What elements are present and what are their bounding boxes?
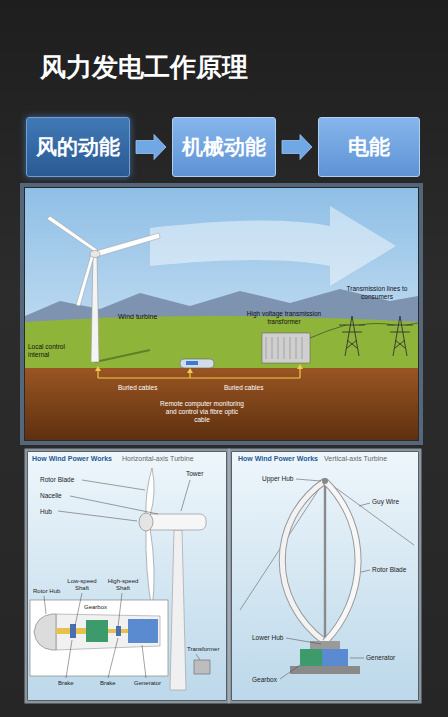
part-label: Upper Hub [262, 475, 293, 483]
wind-farm-scene [387, 316, 413, 356]
part-label: Buried cables [118, 384, 157, 392]
horizontal-axis-turbine [170, 530, 186, 690]
wind-farm-scene [95, 350, 150, 362]
wind-farm-scene [98, 366, 300, 378]
part-label: How Wind Power Works [32, 455, 112, 463]
part-label: Lower Hub [252, 634, 283, 642]
wind-farm-scene [25, 188, 418, 440]
part-label: Horizontal-axis Turbine [122, 455, 194, 463]
vertical-axis-turbine [324, 478, 326, 648]
wind-farm-scene [180, 359, 214, 368]
horizontal-axis-turbine [26, 450, 228, 702]
wind-farm-scene [266, 337, 302, 359]
vertical-axis-turbine [282, 481, 325, 642]
part-label: Transmission lines to consumers [338, 285, 416, 301]
part-label: Brake [100, 680, 116, 687]
part-label: Buried cables [224, 384, 263, 392]
title: 风力发电工作原理 [40, 50, 248, 85]
wind-farm-scene [150, 206, 396, 286]
part-label: Remote computer monitoring and control v… [160, 400, 244, 423]
part-label: How Wind Power Works [238, 455, 318, 463]
box-text: 电能 [348, 133, 390, 161]
part-label: Local control internal [28, 343, 76, 359]
horizontal-axis-turbine [128, 619, 158, 643]
horizontal-axis-turbine [140, 514, 206, 530]
horizontal-axis-turbine [146, 528, 154, 610]
wind-farm-scene [186, 361, 198, 365]
wind-farm-scene [262, 333, 310, 363]
part-label: Generator [134, 680, 161, 687]
part-label: Gearbox [252, 676, 277, 684]
part-label: Hub [40, 508, 52, 516]
vertical-axis-turbine [282, 481, 325, 642]
wind-farm-scene [25, 316, 418, 372]
horizontal-axis-turbine [30, 600, 168, 676]
wind-farm-scene [339, 316, 365, 356]
horizontal-axis-turbine [26, 450, 228, 702]
vertical-axis-turbine [300, 649, 322, 666]
vertical-axis-turbine [230, 450, 420, 702]
flow-arrow [282, 135, 312, 160]
horizontal-axis-turbine [56, 614, 160, 650]
part-label: Tower [186, 470, 203, 478]
horizontal-axis-turbine [116, 626, 121, 636]
horizontal-axis-turbine [44, 593, 200, 678]
wind-farm-scene [91, 255, 99, 362]
horizontal-axis-turbine [58, 480, 190, 521]
part-label: Transformer [187, 646, 219, 653]
part-label: Rotor Hub [33, 588, 60, 595]
part-label: High-speed Shaft [104, 578, 142, 592]
energy-box: 机械动能 [172, 117, 276, 177]
horizontal-axis-turbine [146, 468, 154, 516]
part-label: Nacelle [40, 492, 62, 500]
vertical-axis-turbine [325, 480, 414, 545]
vertical-axis-turbine [290, 666, 360, 674]
vertical-axis-turbine [230, 450, 420, 702]
wind-farm-scene [98, 377, 300, 378]
vertical-axis-turbine [322, 478, 328, 484]
part-label: Vertical-axis Turbine [324, 455, 387, 463]
wind-farm-scene [76, 255, 94, 306]
wind-farm-scene [90, 251, 100, 258]
wind-farm-scene [25, 368, 418, 440]
vertical-axis-turbine [325, 481, 358, 642]
energy-box: 风的动能 [26, 117, 130, 177]
vertical-axis-turbine [280, 479, 370, 679]
wind-farm-scene [95, 364, 303, 373]
part-label: High voltage transmission transformer [238, 310, 330, 326]
part-label: Rotor Blade [372, 566, 406, 574]
box-text: 风的动能 [36, 133, 120, 161]
part-label: Generator [366, 654, 395, 662]
horizontal-axis-turbine [70, 624, 76, 638]
wind-farm-scene [47, 216, 98, 252]
vertical-axis-turbine [322, 649, 348, 666]
horizontal-axis-turbine [194, 660, 210, 674]
horizontal-axis-turbine [86, 620, 108, 642]
part-label: Gearbox [84, 604, 107, 611]
part-label: Wind turbine [118, 313, 157, 321]
box-text: 机械动能 [182, 133, 266, 161]
wind-farm-scene [22, 185, 421, 443]
horizontal-axis-turbine [28, 452, 226, 700]
part-label: Guy Wire [372, 498, 399, 506]
vertical-axis-turbine [325, 481, 358, 642]
flow-arrow [136, 135, 166, 160]
horizontal-axis-turbine [34, 614, 56, 650]
vertical-axis-turbine [310, 641, 340, 649]
horizontal-axis-turbine [139, 513, 153, 531]
wind-farm-scene [96, 233, 160, 257]
vertical-axis-turbine [232, 452, 418, 700]
energy-box: 电能 [318, 117, 420, 177]
wind-farm-scene [22, 185, 421, 443]
part-label: Brake [58, 680, 74, 687]
part-label: Low-speed Shaft [64, 578, 100, 592]
part-label: Rotor Blade [40, 476, 74, 484]
